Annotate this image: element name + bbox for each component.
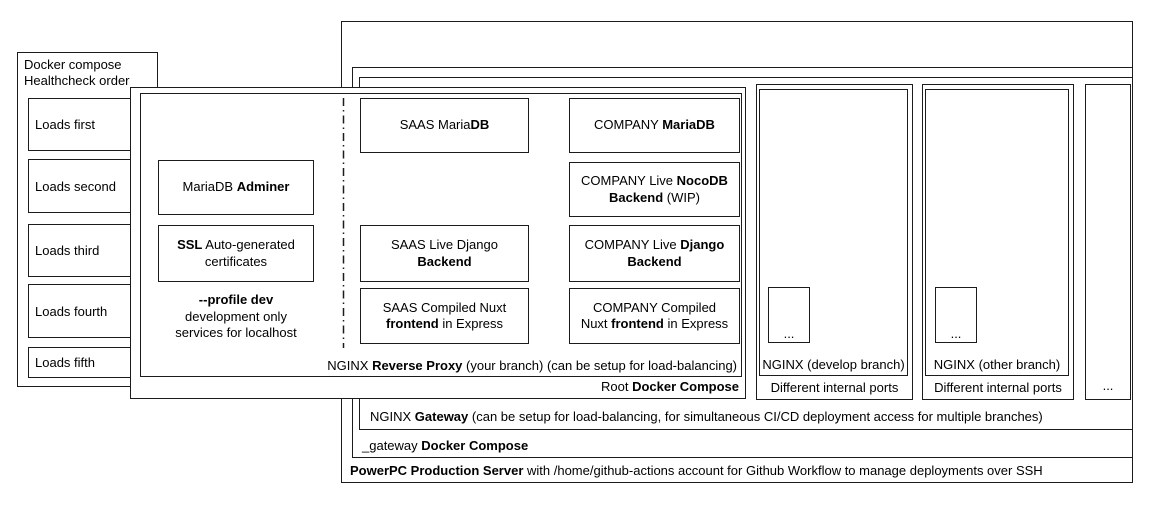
branch-panel-services-placeholder: ... xyxy=(935,287,977,343)
branch-panel-develop: Different internal ports NGINX (develop … xyxy=(756,84,913,400)
legend-item-label: Loads third xyxy=(35,243,100,258)
service-label: SAAS Live Django Backend xyxy=(391,237,498,269)
ellipsis-label: ... xyxy=(1102,378,1114,393)
service-company-mariadb: COMPANY MariaDB xyxy=(569,98,740,153)
branch-panel-services-placeholder: ... xyxy=(768,287,810,343)
service-label: MariaDB Adminer xyxy=(182,179,290,195)
branch-panel-inner-box: NGINX (develop branch) ... xyxy=(759,89,908,376)
root-docker-compose-box: Root Docker Compose NGINX Reverse Proxy … xyxy=(130,87,746,399)
legend-item-label: Loads fourth xyxy=(35,303,108,319)
branch-panel-inner-box: NGINX (other branch) ... xyxy=(925,89,1069,376)
branch-panel-other: Different internal ports NGINX (other br… xyxy=(922,84,1074,400)
service-saas-django-backend: SAAS Live Django Backend xyxy=(360,225,529,282)
service-saas-nuxt-frontend: SAAS Compiled Nuxt frontend in Express xyxy=(360,288,529,344)
legend-item-label: Loads fifth xyxy=(35,355,95,370)
nginx-reverse-proxy-box: NGINX Reverse Proxy (your branch) (can b… xyxy=(140,93,742,377)
branch-panel-ports-label: Different internal ports xyxy=(934,380,1062,395)
profile-divider-line xyxy=(342,98,345,348)
profile-dev-note: --profile dev development only services … xyxy=(175,292,297,341)
root-docker-compose-label: Root Docker Compose xyxy=(601,379,739,395)
legend-title: Docker compose Healthcheck order xyxy=(24,57,130,89)
service-label: COMPANY Compiled Nuxt frontend in Expres… xyxy=(580,299,729,331)
ellipsis-label: ... xyxy=(950,326,962,341)
powerpc-server-label: PowerPC Production Server with /home/git… xyxy=(350,463,1043,479)
service-label: SSL Auto-generated certificates xyxy=(177,237,295,269)
branch-panel-overflow: ... xyxy=(1085,84,1131,400)
nginx-gateway-box: NGINX Gateway (can be setup for load-bal… xyxy=(359,77,1133,430)
service-label: SAAS MariaDB xyxy=(399,117,490,133)
service-ssl-certificates: SSL Auto-generated certificates xyxy=(158,225,314,282)
service-label: SAAS Compiled Nuxt frontend in Express xyxy=(382,299,507,331)
service-saas-mariadb: SAAS MariaDB xyxy=(360,98,529,153)
legend-item-label: Loads first xyxy=(35,117,95,132)
service-label: COMPANY Live Django Backend xyxy=(584,237,725,269)
ellipsis-label: ... xyxy=(783,326,795,341)
branch-panel-ports-label: Different internal ports xyxy=(770,380,899,395)
branch-panel-branch-label: NGINX (other branch) xyxy=(933,357,1061,372)
service-company-nuxt-frontend: COMPANY Compiled Nuxt frontend in Expres… xyxy=(569,288,740,344)
service-company-nocodb-backend: COMPANY Live NocoDB Backend (WIP) xyxy=(569,162,740,217)
legend-item-label: Loads second xyxy=(35,178,116,194)
branch-panel-branch-label: NGINX (develop branch) xyxy=(762,357,905,372)
gateway-compose-label: _gateway Docker Compose xyxy=(362,438,529,454)
service-company-django-backend: COMPANY Live Django Backend xyxy=(569,225,740,282)
nginx-gateway-label: NGINX Gateway (can be setup for load-bal… xyxy=(370,409,1043,425)
service-label: COMPANY MariaDB xyxy=(594,117,715,133)
nginx-reverse-proxy-label: NGINX Reverse Proxy (your branch) (can b… xyxy=(327,358,737,374)
service-mariadb-adminer: MariaDB Adminer xyxy=(158,160,314,215)
service-label: COMPANY Live NocoDB Backend (WIP) xyxy=(581,173,728,205)
